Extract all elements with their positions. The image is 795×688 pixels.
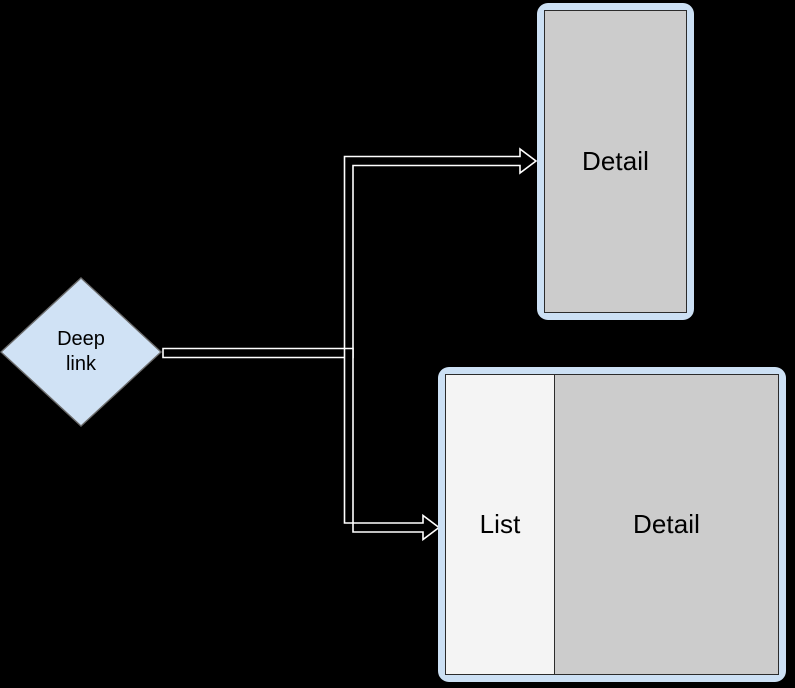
edge-deeplink-to-phone-detail	[162, 147, 538, 359]
arrow-down-outline	[343, 347, 441, 542]
rhombus-shape	[0, 277, 163, 427]
device-tablet-screen: List Detail	[445, 374, 779, 675]
node-deep-link[interactable]: Deep link	[0, 276, 163, 428]
arrow-up-outline	[162, 147, 538, 359]
edge-deeplink-to-tablet	[343, 347, 441, 542]
device-phone[interactable]: Detail	[537, 3, 694, 320]
device-tablet[interactable]: List Detail	[438, 367, 786, 682]
tablet-pane-detail: Detail	[555, 375, 778, 674]
tablet-pane-list: List	[446, 375, 555, 674]
phone-pane-detail: Detail	[545, 11, 686, 312]
device-phone-screen: Detail	[544, 10, 687, 313]
